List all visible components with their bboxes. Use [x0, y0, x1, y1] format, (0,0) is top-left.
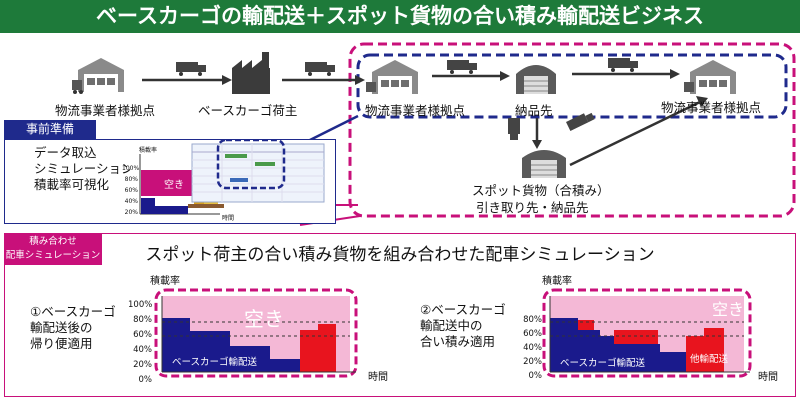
mini-chart-tick: 100% [122, 165, 140, 172]
case1-tick: 40% [133, 345, 152, 355]
case1-spot-cargo-area [300, 324, 336, 372]
warehouse-icon [72, 58, 124, 94]
case2-xlabel: 時間 [758, 372, 778, 383]
case1-tick: 20% [133, 360, 152, 370]
case2-base-cargo-area [550, 318, 686, 372]
case1-base-cargo-area [162, 318, 300, 372]
preparation-line: 積載率可視化 [34, 177, 110, 192]
preparation-screenshot [130, 140, 332, 220]
mini-chart-tick: 60% [124, 187, 138, 194]
factory-icon [232, 52, 270, 94]
case2-spot-block [578, 320, 594, 330]
mini-chart-tick: 80% [124, 176, 138, 183]
case1-tick: 100% [128, 300, 153, 310]
simulation-tag-line: 配車シミュレーション [5, 250, 101, 261]
delivery-destination-label: 納品先 [515, 103, 553, 118]
simulation-title: スポット荷主の合い積み貨物を組み合わせた配車シミュレーション [145, 245, 655, 265]
mini-chart-ylabel: 積載率 [139, 147, 158, 154]
case1-ticks: 100% 80% 60% 40% 20% 0% [128, 298, 152, 388]
case2-frame [542, 288, 752, 378]
mini-chart-tick: 40% [124, 198, 138, 205]
case1-tick: 80% [133, 315, 152, 325]
shared-loading-frame [348, 42, 796, 218]
logistics-base-label: 物流事業者様拠点 [55, 103, 156, 118]
preparation-tag: 事前準備 [4, 120, 96, 139]
case1-line: 輸配送後の [30, 320, 93, 335]
case1-tick: 0% [138, 375, 153, 385]
preparation-text: データ取込 シミュレーション 積載率可視化 [34, 145, 134, 193]
base-cargo-shipper-label: ベースカーゴ荷主 [198, 103, 298, 118]
truck-icon [447, 60, 477, 74]
case1-line: ①ベースカーゴ [30, 304, 116, 319]
case2-tick: 40% [523, 343, 542, 353]
warehouse-icon [366, 60, 418, 94]
case2-other-label: 他輸配送 [690, 354, 729, 365]
case1-xlabel: 時間 [368, 372, 388, 383]
mini-chart-xlabel: 時間 [222, 215, 235, 222]
mini-chart-ticks: 100% 80% 60% 40% 20% [122, 163, 140, 218]
case1-description: ①ベースカーゴ 輸配送後の 帰り便適用 [30, 304, 116, 352]
case2-ticks: 80% 60% 40% 20% 0% [518, 313, 542, 383]
logistics-base-label: 物流事業者様拠点 [661, 100, 762, 115]
mini-chart-tick: 20% [124, 209, 138, 216]
truck-icon [566, 112, 595, 131]
preparation-line: データ取込 [34, 145, 97, 160]
case1-chart [154, 288, 358, 378]
case2-tick: 0% [528, 371, 543, 381]
case2-line: ②ベースカーゴ [420, 302, 506, 317]
spot-cargo-label: スポット貨物（合積み） [472, 183, 610, 198]
spot-cargo-building-icon [522, 150, 566, 178]
case2-tick: 20% [523, 357, 542, 367]
page-title: ベースカーゴの輸配送＋スポット貨物の合い積み輸配送ビジネス [0, 0, 800, 33]
case1-frame [154, 288, 358, 378]
case2-tick: 60% [523, 329, 542, 339]
mini-chart-empty-label: 空き [164, 180, 184, 191]
truck-icon [176, 62, 206, 76]
simulation-box [4, 233, 796, 397]
truck-icon [305, 62, 335, 76]
case1-ylabel: 積載率 [150, 276, 180, 287]
spot-cargo-sub-label: 引き取り先・納品先 [476, 200, 589, 215]
case2-line: 合い積み適用 [420, 334, 496, 349]
simulation-tag: 積み合わせ 配車シミュレーション [4, 233, 102, 265]
case2-spot-block [614, 330, 658, 344]
case2-other-delivery-area [686, 328, 724, 372]
warehouse-icon [684, 60, 736, 94]
preparation-line: シミュレーション [34, 161, 134, 176]
logistics-base-label: 物流事業者様拠点 [365, 103, 466, 118]
case1-tick: 60% [133, 330, 152, 340]
simulation-tag-line: 積み合わせ [29, 236, 77, 247]
case2-description: ②ベースカーゴ 輸配送中の 合い積み適用 [420, 302, 506, 350]
truck-icon [508, 118, 520, 140]
base-cargo-frame [356, 53, 788, 119]
case1-base-label: ベースカーゴ輸配送 [172, 357, 258, 368]
case2-tick: 80% [523, 315, 542, 325]
case2-base-label: ベースカーゴ輸配送 [560, 358, 646, 369]
case1-empty-label: 空き [244, 307, 284, 331]
case2-line: 輸配送中の [420, 318, 483, 333]
case2-empty-label: 空き [712, 300, 745, 319]
delivery-destination-icon [516, 65, 556, 94]
case2-chart [542, 288, 752, 378]
case1-line: 帰り便適用 [30, 336, 93, 351]
truck-icon [608, 58, 638, 72]
case2-ylabel: 積載率 [542, 276, 572, 287]
